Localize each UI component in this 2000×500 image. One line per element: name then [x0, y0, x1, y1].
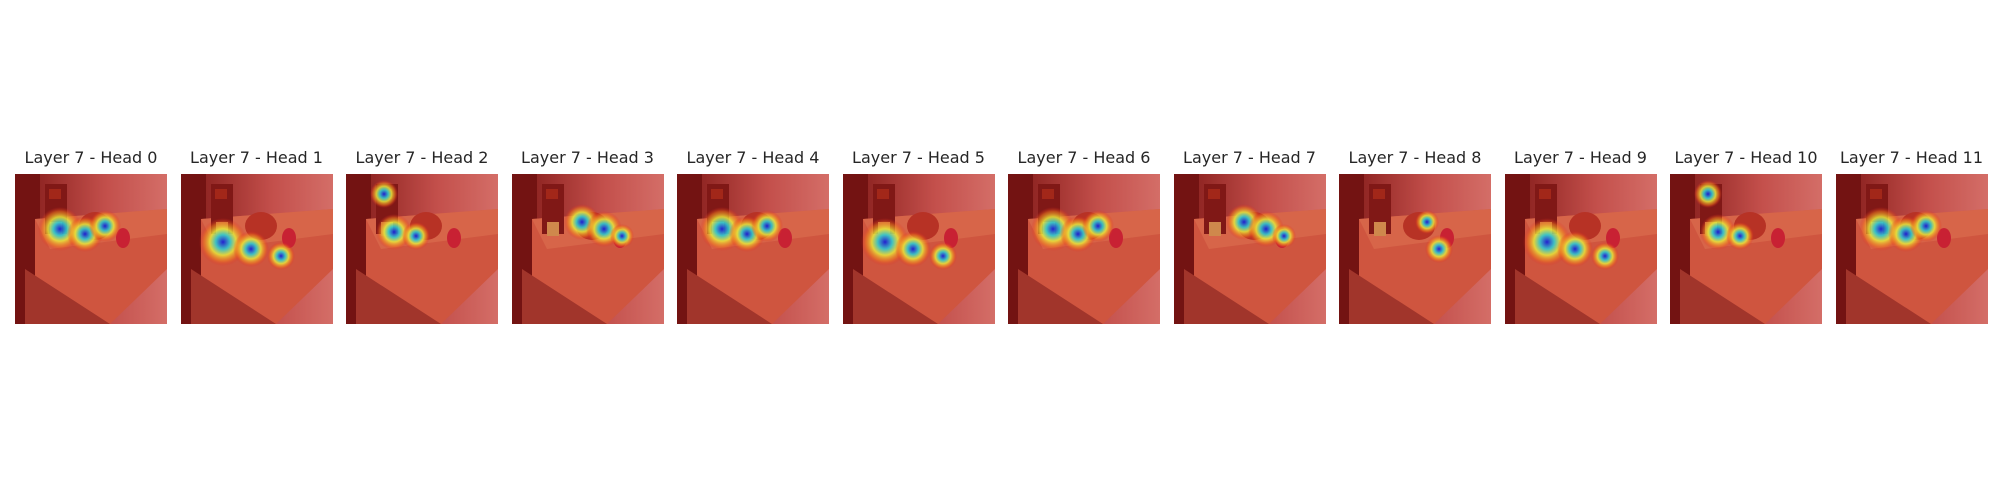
attention-heatmap-image	[180, 174, 333, 324]
panel-title: Layer 7 - Head 2	[355, 148, 489, 167]
attention-heatmap-image	[677, 174, 829, 324]
attention-heatmap-image	[1008, 174, 1160, 324]
panel-title: Layer 7 - Head 10	[1674, 148, 1818, 167]
panel-title: Layer 7 - Head 3	[521, 148, 654, 167]
panel-title: Layer 7 - Head 8	[1348, 148, 1482, 167]
attention-heatmap-image	[1504, 174, 1657, 324]
panel-title: Layer 7 - Head 0	[24, 148, 158, 167]
attention-heatmap-image	[1339, 174, 1491, 324]
attention-heatmap-image	[15, 174, 167, 324]
attention-heatmap-image	[511, 174, 664, 324]
panel-title: Layer 7 - Head 11	[1839, 148, 1984, 167]
attention-heatmap-image	[842, 174, 995, 324]
panel-title: Layer 7 - Head 6	[1017, 148, 1151, 167]
panel-title: Layer 7 - Head 1	[190, 148, 323, 167]
attention-heatmap-image	[1835, 174, 1988, 324]
panel-title: Layer 7 - Head 4	[686, 148, 820, 167]
attention-heatmap-image	[1670, 174, 1822, 324]
panel-title: Layer 7 - Head 5	[852, 148, 985, 167]
panel-title: Layer 7 - Head 9	[1514, 148, 1647, 167]
attention-heatmap-image	[346, 174, 498, 324]
attention-heatmap-image	[1173, 174, 1326, 324]
panel-title: Layer 7 - Head 7	[1183, 148, 1316, 167]
